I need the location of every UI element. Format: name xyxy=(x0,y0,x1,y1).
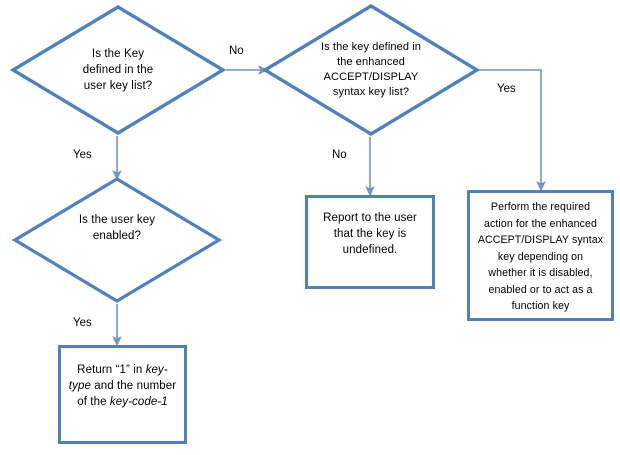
text-line: syntax key list? xyxy=(332,86,410,98)
edge-label-yes-bottom-left: Yes xyxy=(73,317,92,329)
process-perform-action[interactable]: Perform the required action for the enha… xyxy=(467,190,614,321)
text-line: Perform the required xyxy=(490,201,591,213)
decision-user-key-list[interactable]: Is the Key defined in the user key list? xyxy=(10,4,226,136)
decision-user-key-enabled-text: Is the user key enabled? xyxy=(12,176,222,304)
process-return-key-type[interactable]: Return “1” in key- type and the number o… xyxy=(58,345,187,444)
edge-label-yes-right: Yes xyxy=(497,83,516,95)
text-line: enabled? xyxy=(92,230,142,242)
text-line: function key xyxy=(511,300,570,312)
decision-user-key-enabled[interactable]: Is the user key enabled? xyxy=(12,176,222,304)
text-line: Return “1” in key- xyxy=(77,364,168,376)
text-line: that the key is xyxy=(333,228,407,240)
text-line: action for the enhanced xyxy=(483,217,598,230)
process-perform-action-text: Perform the required action for the enha… xyxy=(470,193,611,318)
text-line: of the key-code-1 xyxy=(77,396,168,408)
text-line: Is the Key xyxy=(91,48,145,60)
text-line: the enhanced xyxy=(337,56,405,68)
decision-diamond-shape xyxy=(262,4,480,136)
process-return-key-type-text: Return “1” in key- type and the number o… xyxy=(61,348,184,441)
text-line: Is the key defined in xyxy=(321,41,421,53)
text-line: Is the user key xyxy=(78,214,156,226)
text-line: ACCEPT/DISPLAY xyxy=(323,71,419,83)
text-line: whether it is disabled, xyxy=(488,267,593,279)
text-line: user key list? xyxy=(83,80,153,92)
edge-label-no-middle: No xyxy=(332,149,347,161)
text-line: undefined. xyxy=(342,244,398,256)
edge-label-no-top: No xyxy=(229,45,244,57)
decision-diamond-shape xyxy=(12,177,222,303)
text-line: ACCEPT/DISPLAY syntax xyxy=(477,234,604,246)
text-line: enabled or to act as a xyxy=(488,283,593,296)
text-line: defined in the xyxy=(82,64,154,76)
text-line: type and the number xyxy=(68,380,177,392)
text-line: key depending on xyxy=(497,250,584,263)
process-report-undefined-text: Report to the user that the key is undef… xyxy=(308,198,432,286)
connector-yes-right xyxy=(479,69,546,192)
decision-enhanced-syntax-list[interactable]: Is the key defined in the enhanced ACCEP… xyxy=(262,3,480,137)
decision-enhanced-syntax-list-text: Is the key defined in the enhanced ACCEP… xyxy=(262,3,480,137)
text-line: Report to the user xyxy=(323,212,417,224)
decision-user-key-list-text: Is the Key defined in the user key list? xyxy=(10,4,226,136)
process-report-undefined[interactable]: Report to the user that the key is undef… xyxy=(305,195,435,289)
decision-diamond-shape xyxy=(10,5,226,135)
edge-label-yes-left: Yes xyxy=(73,149,92,161)
